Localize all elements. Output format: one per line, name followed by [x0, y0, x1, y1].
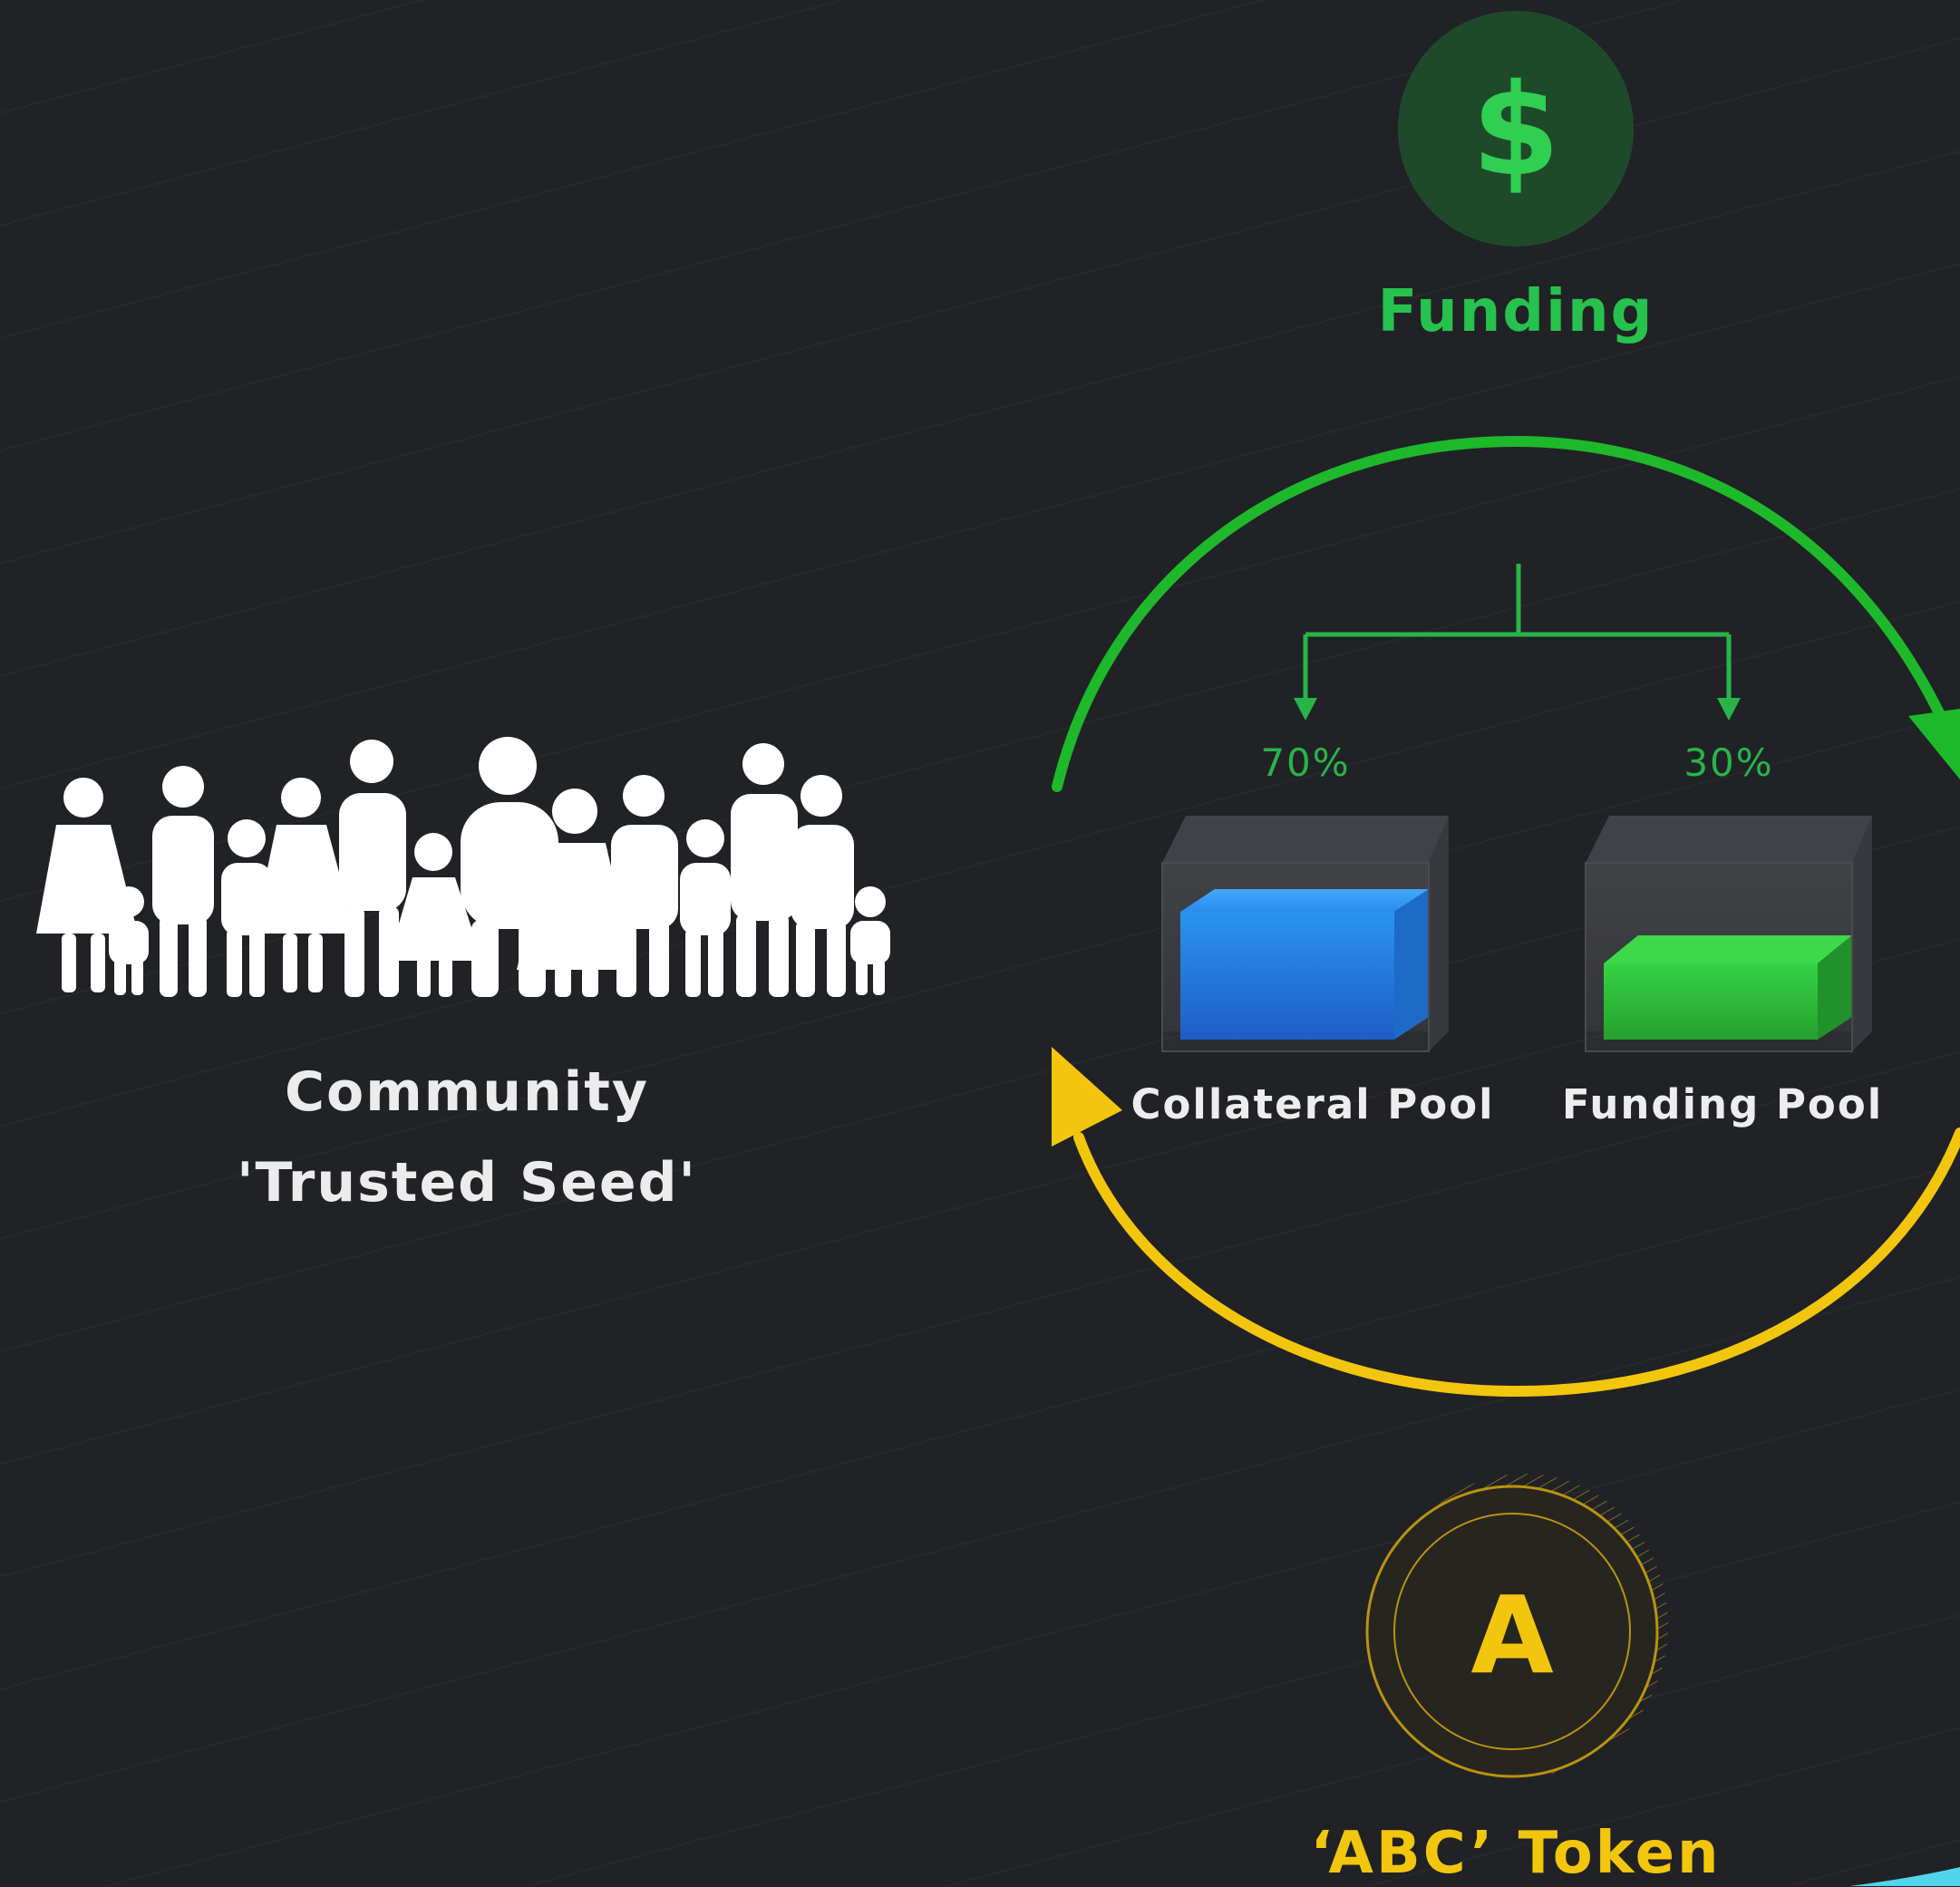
funding-pool-box	[1585, 816, 1872, 1052]
token-label: ‘ABC’ Token	[1310, 1820, 1722, 1887]
collateral-pool-label: Collateral Pool	[1130, 1080, 1495, 1128]
community-label: Community 'Trusted Seed'	[237, 1047, 697, 1228]
arrow-down-icon	[1717, 698, 1741, 721]
people-group-icon	[36, 737, 890, 997]
collateral-pool-box	[1161, 816, 1449, 1052]
svg-text:A: A	[1470, 1572, 1553, 1698]
arrowhead-up-left-icon	[1052, 1047, 1122, 1147]
community-line-2: 'Trusted Seed'	[237, 1151, 697, 1214]
funding-percent: 30%	[1683, 740, 1774, 785]
collateral-percent: 70%	[1260, 740, 1351, 785]
arrowhead-right-icon	[1908, 709, 1960, 779]
svg-text:$: $	[1471, 57, 1559, 205]
community-line-1: Community	[284, 1060, 650, 1124]
coin-icon: A	[1365, 1474, 1668, 1778]
funding-label: Funding	[1377, 278, 1654, 345]
dollar-icon: $	[1398, 11, 1634, 247]
split-connector	[1303, 564, 1732, 703]
bottom-cycle-arc	[1073, 1127, 1960, 1398]
top-cycle-arc	[1052, 435, 1955, 792]
arrow-down-icon	[1294, 698, 1317, 721]
funding-pool-label: Funding Pool	[1561, 1080, 1884, 1128]
corner-accent	[1849, 1867, 1960, 1886]
